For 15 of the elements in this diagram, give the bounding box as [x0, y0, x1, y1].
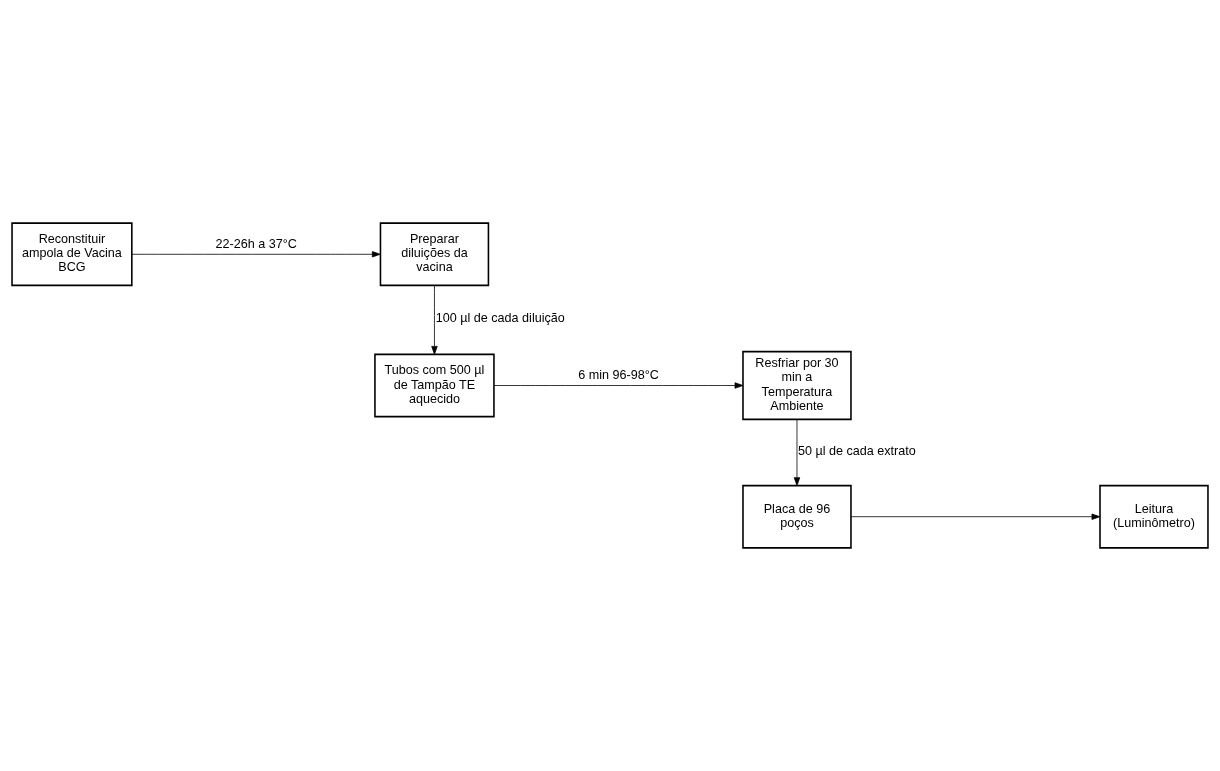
- edge-label: 100 µl de cada diluição: [435, 310, 565, 325]
- node-box: Tubos com 500 µl de Tampão TE aquecido: [374, 353, 495, 418]
- arrow: [431, 285, 438, 355]
- node-box: Reconstituir ampola de Vacina BCG: [11, 222, 133, 287]
- node-box: Resfriar por 30 min a Temperatura Ambiente: [742, 350, 852, 421]
- edge-label: 50 µl de cada extrato: [797, 444, 916, 459]
- arrow: [493, 382, 744, 389]
- node-box: Placa de 96 poços: [742, 484, 852, 549]
- arrow: [793, 419, 801, 486]
- edge-label: 6 min 96-98°C: [578, 368, 659, 383]
- arrow: [131, 251, 381, 258]
- edge-label: 22-26h a 37°C: [215, 236, 297, 251]
- node-box: Preparar diluições da vacina: [379, 222, 490, 287]
- arrow: [850, 513, 1101, 520]
- node-box: Leitura (Luminômetro): [1099, 484, 1209, 549]
